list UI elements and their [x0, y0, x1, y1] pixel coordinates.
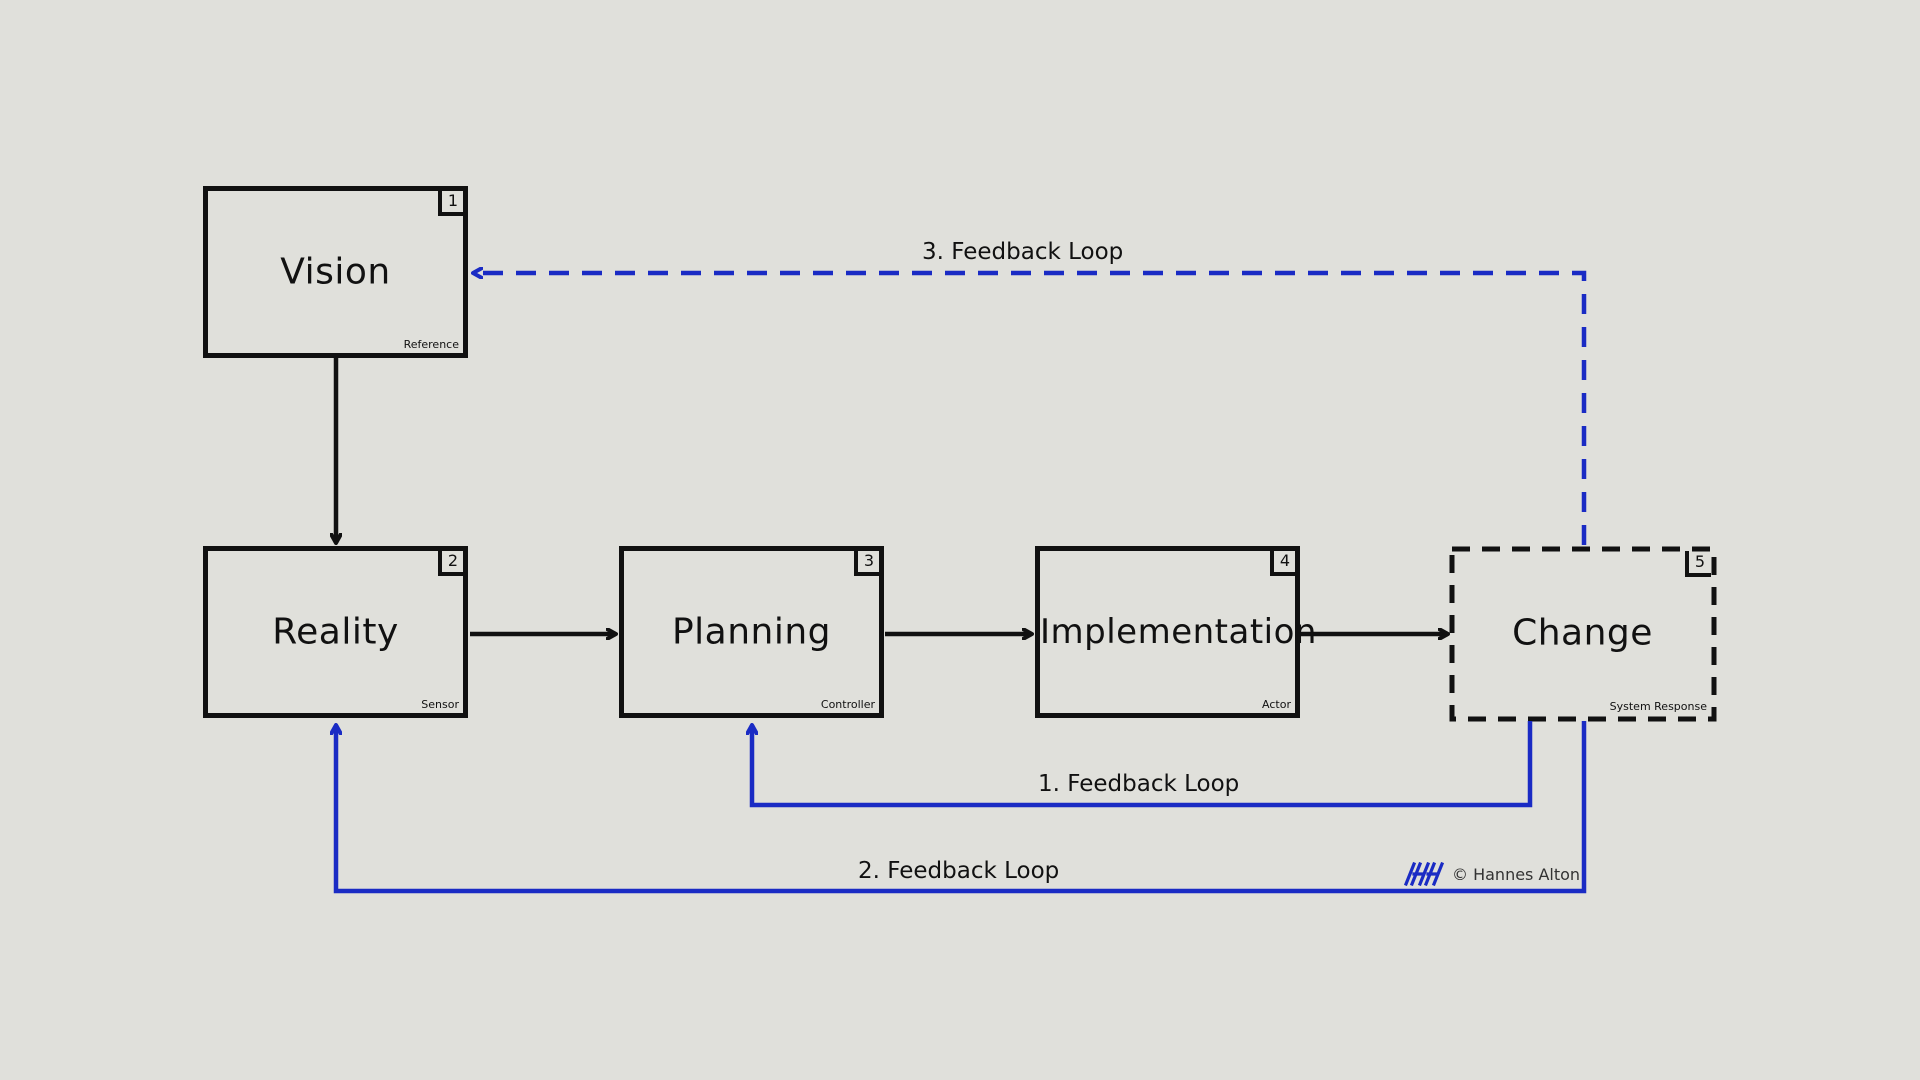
- edge-feedback-loop-3: [473, 273, 1587, 545]
- vision-role: Reference: [403, 338, 459, 351]
- planning-role: Controller: [820, 698, 875, 711]
- change-box: Change 5 System Response: [1450, 547, 1715, 719]
- vision-title: Vision: [280, 251, 391, 293]
- reality-number: 2: [438, 550, 464, 576]
- reality-title: Reality: [272, 611, 399, 653]
- feedback-loop-1-label: 1. Feedback Loop: [1038, 771, 1240, 797]
- implementation-role: Actor: [1262, 698, 1291, 711]
- planning-title: Planning: [671, 611, 832, 653]
- implementation-number: 4: [1270, 550, 1296, 576]
- vision-number: 1: [438, 190, 464, 216]
- hannes-alton-logo-icon: [1404, 862, 1445, 886]
- credit: © Hannes Alton: [1404, 862, 1580, 886]
- change-title: Change: [1512, 612, 1653, 654]
- edge-feedback-loop-1: [752, 721, 1533, 808]
- vision-box: Vision 1 Reference: [203, 186, 468, 358]
- change-number: 5: [1685, 551, 1711, 577]
- feedback-loop-3-label: 3. Feedback Loop: [922, 239, 1124, 265]
- change-box-outline: [1449, 546, 1717, 722]
- implementation-title: Implementation: [1040, 612, 1317, 652]
- credit-text: © Hannes Alton: [1452, 864, 1581, 884]
- planning-box: Planning 3 Controller: [619, 546, 884, 718]
- feedback-loop-2-label: 2. Feedback Loop: [858, 858, 1060, 884]
- implementation-box: Implementation 4 Actor: [1035, 546, 1317, 718]
- reality-role: Sensor: [421, 698, 459, 711]
- planning-number: 3: [854, 550, 880, 576]
- reality-box: Reality 2 Sensor: [203, 546, 468, 718]
- edge-feedback-loop-2: [336, 721, 1587, 894]
- change-role: System Response: [1609, 700, 1707, 713]
